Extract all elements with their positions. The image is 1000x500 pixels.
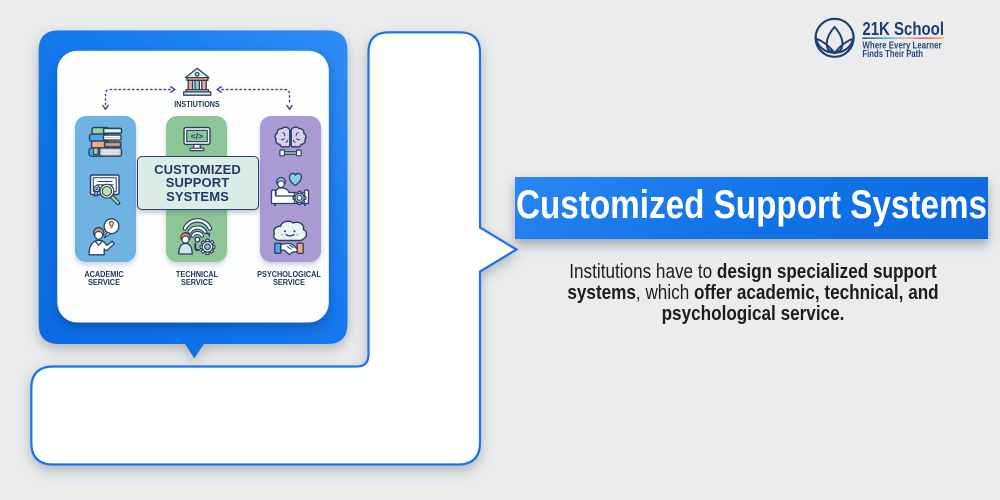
svg-text:</>: </> xyxy=(191,131,203,141)
svg-text:21K School: 21K School xyxy=(862,19,944,39)
svg-text:Customized Support Systems: Customized Support Systems xyxy=(516,183,987,227)
svg-text:Where Every Learner: Where Every Learner xyxy=(862,40,941,51)
svg-text:Finds Their Path: Finds Their Path xyxy=(862,49,923,60)
